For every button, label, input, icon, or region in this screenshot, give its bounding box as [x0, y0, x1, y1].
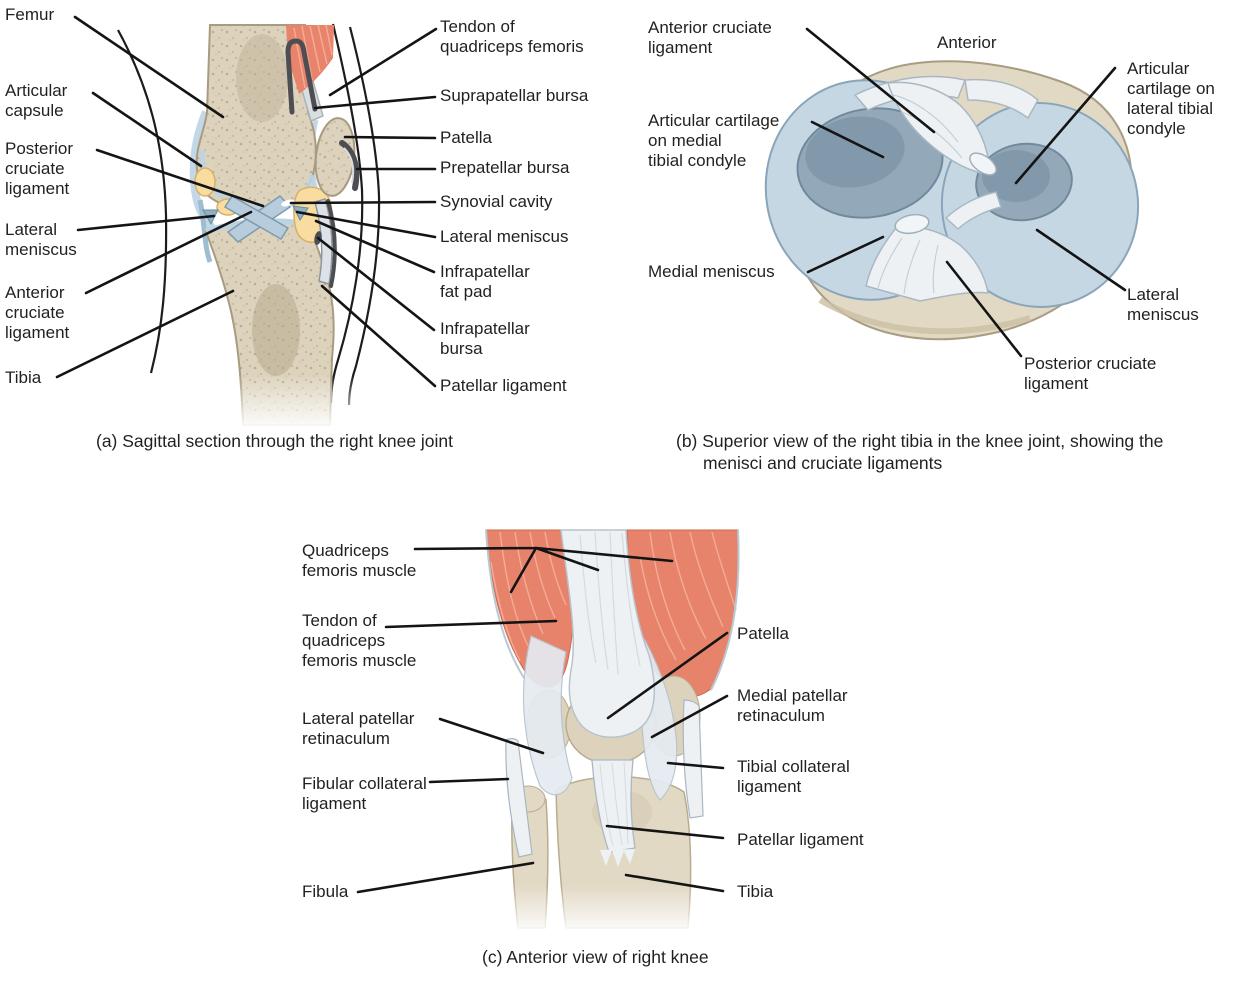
- leader-line: [84, 210, 253, 295]
- femur-marrow-shade: [236, 34, 288, 122]
- label-fibular-collateral-ligament: Fibular collateral ligament: [302, 774, 427, 813]
- leader-line: [384, 619, 558, 629]
- posterior-cruciate-ligament-shape: [223, 194, 290, 241]
- leader-line: [289, 200, 437, 205]
- label-tibia-c: Tibia: [737, 882, 774, 901]
- leader-line: [666, 761, 725, 770]
- leader-line: [624, 873, 725, 893]
- leader-lines: [55, 15, 1127, 894]
- lateral-patellar-retinaculum-shape: [522, 635, 573, 796]
- label-articular-cartilage-lateral: Articular cartilage on lateral tibial co…: [1127, 59, 1215, 138]
- leader-line: [413, 546, 674, 594]
- fibular-collateral-ligament-shape: [505, 738, 533, 858]
- leader-line: [428, 777, 510, 784]
- leader-line: [1014, 66, 1117, 185]
- suprapatellar-bursa-shape: [285, 38, 318, 115]
- label-tendon-of-quadriceps-femoris-muscle: Tendon of quadriceps femoris muscle: [302, 611, 417, 670]
- label-anterior-orientation: Anterior: [937, 33, 997, 52]
- leader-line: [806, 235, 885, 274]
- synovial-cavity-shape: [281, 199, 295, 207]
- label-lateral-meniscus-left: Lateral meniscus: [5, 220, 77, 259]
- label-articular-capsule: Articular capsule: [5, 81, 68, 120]
- label-synovial-cavity: Synovial cavity: [440, 192, 553, 211]
- leader-line: [438, 717, 545, 755]
- skin-outline-anterior-outer: [347, 26, 381, 406]
- leader-line: [73, 15, 225, 119]
- leader-line: [343, 135, 437, 140]
- leader-line: [295, 210, 437, 239]
- label-anterior-cruciate-ligament: Anterior cruciate ligament: [5, 283, 70, 342]
- quadriceps-right-belly-shape: [626, 529, 740, 697]
- leader-line: [1035, 228, 1127, 292]
- superior-view-illustration: [764, 60, 1140, 341]
- label-fibula: Fibula: [302, 882, 349, 901]
- label-patellar-ligament-c: Patellar ligament: [737, 830, 864, 849]
- caption-panel-c: (c) Anterior view of right knee: [482, 947, 709, 967]
- leader-line: [313, 95, 437, 110]
- leader-line: [314, 219, 436, 274]
- leader-line: [91, 91, 203, 168]
- leader-line: [95, 148, 265, 208]
- label-patella: Patella: [440, 128, 492, 147]
- label-patellar-ligament: Patellar ligament: [440, 376, 567, 395]
- cruciate-ligament-bundles: [854, 75, 1039, 302]
- prepatellar-bursa-inner: [343, 147, 355, 184]
- label-infrapatellar-bursa: Infrapatellar bursa: [440, 319, 530, 358]
- label-lateral-meniscus-right: Lateral meniscus: [440, 227, 569, 246]
- plateau-bottom-shade: [818, 297, 1031, 335]
- skin-outline-posterior: [117, 29, 168, 374]
- leader-line: [320, 284, 437, 388]
- label-medial-patellar-retinaculum: Medial patellar retinaculum: [737, 686, 848, 725]
- label-tibial-collateral-ligament: Tibial collateral ligament: [737, 757, 850, 796]
- leader-line: [945, 260, 1023, 358]
- leader-line: [650, 694, 729, 739]
- patellar-ligament-dark-edge: [326, 199, 337, 288]
- label-articular-cartilage-medial: Articular cartilage on medial tibial con…: [648, 111, 780, 170]
- label-lateral-meniscus-b: Lateral meniscus: [1127, 285, 1199, 324]
- label-patella-c: Patella: [737, 624, 789, 643]
- sagittal-section-illustration: [100, 23, 440, 430]
- panel-c-bottom-fade: [470, 885, 750, 935]
- label-suprapatellar-bursa: Suprapatellar bursa: [440, 86, 589, 105]
- skin-outline-anterior-inner: [329, 23, 364, 404]
- label-lateral-patellar-retinaculum: Lateral patellar retinaculum: [302, 709, 415, 748]
- leader-line: [605, 824, 725, 840]
- label-posterior-cruciate-ligament-b: Posterior cruciate ligament: [1024, 354, 1157, 393]
- leader-line: [55, 289, 235, 379]
- caption-panel-b: (b) Superior view of the right tibia in …: [676, 431, 1164, 473]
- leader-line: [76, 214, 216, 232]
- tibial-collateral-ligament-shape: [682, 699, 704, 819]
- caption-panel-a: (a) Sagittal section through the right k…: [96, 431, 454, 451]
- posterior-fat-pad-shape: [194, 167, 216, 197]
- label-tendon-of-quadriceps-femoris: Tendon of quadriceps femoris: [440, 17, 584, 56]
- prepatellar-bursa-shape: [339, 140, 360, 191]
- leader-line: [316, 236, 436, 332]
- tibia-marrow-shade: [252, 284, 300, 376]
- label-quadriceps-femoris-muscle: Quadriceps femoris muscle: [302, 541, 417, 580]
- leader-line: [810, 120, 885, 159]
- leader-line: [356, 861, 535, 894]
- label-prepatellar-bursa: Prepatellar bursa: [440, 158, 570, 177]
- label-femur: Femur: [5, 5, 55, 24]
- leader-line: [606, 631, 729, 720]
- label-medial-meniscus: Medial meniscus: [648, 262, 775, 281]
- anterior-view-illustration: [470, 529, 750, 935]
- medial-cartilage-shade: [805, 116, 905, 188]
- label-infrapatellar-fat-pad: Infrapatellar fat pad: [440, 262, 530, 301]
- leader-line: [805, 27, 936, 134]
- label-anterior-cruciate-ligament-b: Anterior cruciate ligament: [648, 18, 772, 57]
- leader-line: [328, 27, 438, 97]
- label-tibia: Tibia: [5, 368, 42, 387]
- label-posterior-cruciate-ligament: Posterior cruciate ligament: [5, 139, 74, 198]
- quadriceps-tendon-anterior-shape: [560, 529, 656, 739]
- panel-a-bottom-fade: [100, 375, 440, 430]
- pcl-bundle-shape: [865, 226, 989, 302]
